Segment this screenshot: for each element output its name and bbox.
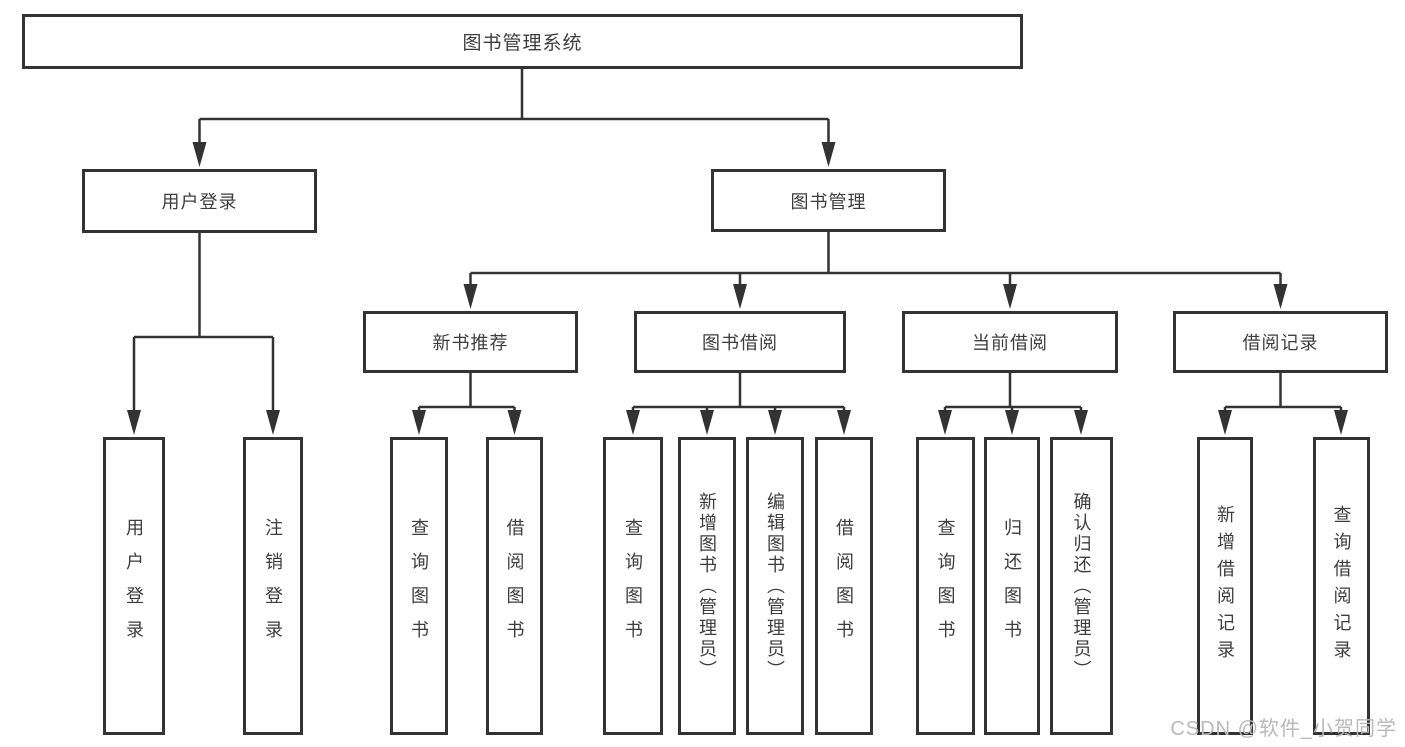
node-label: 查询图书 <box>623 518 643 654</box>
node-user-login: 用户登录 <box>82 169 317 233</box>
node-label: 确认归还（管理员） <box>1071 491 1092 681</box>
leaf-query-book-recommend: 查询图书 <box>390 437 448 735</box>
node-label: 借阅记录 <box>1242 333 1319 353</box>
node-book-borrow: 图书借阅 <box>634 311 846 373</box>
node-label: 查询图书 <box>409 518 429 654</box>
node-book-management: 图书管理 <box>711 169 946 232</box>
node-label: 新增借阅记录 <box>1215 505 1235 667</box>
leaf-edit-book-admin: 编辑图书（管理员） <box>746 437 804 735</box>
leaf-query-book-current: 查询图书 <box>916 437 975 735</box>
node-label: 新书推荐 <box>432 333 509 353</box>
leaf-borrow-book: 借阅图书 <box>815 437 873 735</box>
leaf-add-book-admin: 新增图书（管理员） <box>678 437 736 735</box>
node-label: 查询图书 <box>935 518 956 654</box>
node-label: 归还图书 <box>1002 518 1022 654</box>
node-label: 新增图书（管理员） <box>697 491 717 681</box>
node-label: 用户登录 <box>161 192 238 212</box>
node-label: 当前借阅 <box>972 333 1048 353</box>
node-label: 用户登录 <box>124 518 144 654</box>
leaf-query-borrow-record: 查询借阅记录 <box>1313 437 1370 735</box>
node-label: 编辑图书（管理员） <box>765 491 785 681</box>
leaf-logout: 注销登录 <box>243 437 303 735</box>
node-label: 注销登录 <box>263 518 283 654</box>
leaf-add-borrow-record: 新增借阅记录 <box>1197 437 1253 735</box>
node-label: 图书借阅 <box>702 333 778 353</box>
node-library-management-system: 图书管理系统 <box>22 14 1023 69</box>
node-label: 借阅图书 <box>504 518 525 654</box>
node-label: 借阅图书 <box>834 518 854 654</box>
node-new-book-recommend: 新书推荐 <box>363 311 578 373</box>
leaf-query-book-borrow: 查询图书 <box>603 437 663 735</box>
csdn-watermark: CSDN @软件_小贺同学 <box>1170 718 1397 740</box>
leaf-user-login: 用户登录 <box>103 437 165 735</box>
node-label: 图书管理 <box>790 191 867 212</box>
node-current-borrow: 当前借阅 <box>902 311 1118 373</box>
leaf-confirm-return-admin: 确认归还（管理员） <box>1050 437 1113 735</box>
leaf-return-book: 归还图书 <box>984 437 1040 735</box>
node-borrow-records: 借阅记录 <box>1173 311 1388 373</box>
leaf-borrow-book-recommend: 借阅图书 <box>486 437 543 735</box>
node-label: 图书管理系统 <box>462 33 583 54</box>
node-label: 查询借阅记录 <box>1331 505 1352 667</box>
